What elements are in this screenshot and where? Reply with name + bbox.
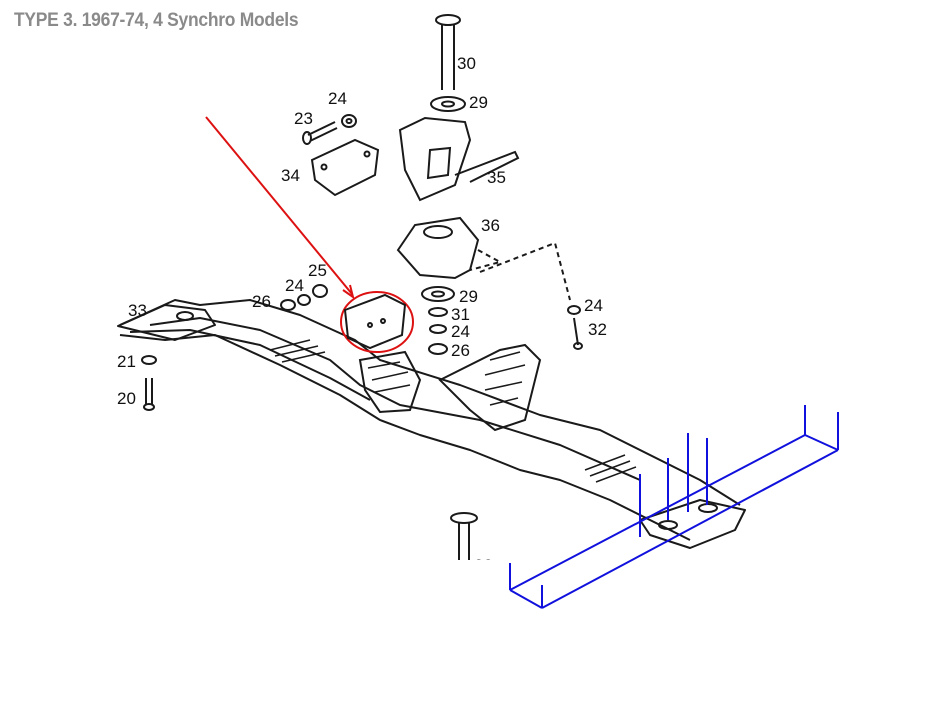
washer-31	[428, 307, 448, 317]
part-label-31: 31	[451, 305, 470, 324]
annotation-circle	[340, 291, 414, 353]
bracket-35	[398, 116, 520, 202]
part-label-24-top: 24	[328, 89, 347, 108]
part-label-24-mid: 24	[451, 322, 470, 341]
part-label-34: 34	[281, 166, 300, 185]
washer-24-mid	[429, 324, 447, 334]
part-labels: 30 29 24 23 34 35 36 25 24 26 33 29 31 2…	[117, 54, 607, 575]
annotation-arrow-line	[205, 116, 353, 295]
part-label-35: 35	[487, 168, 506, 187]
washer-25	[312, 284, 328, 298]
washer-29-top	[430, 96, 466, 112]
washer-29-mid	[421, 286, 455, 302]
crossmember	[117, 299, 746, 549]
washer-24-top	[341, 114, 357, 128]
part-label-36: 36	[481, 216, 500, 235]
part-label-29-mid: 29	[459, 287, 478, 306]
bolt-32	[573, 317, 583, 350]
part-label-30: 30	[457, 54, 476, 73]
highlighted-mount-part	[343, 293, 407, 350]
part-label-25: 25	[308, 261, 327, 280]
washer-21	[141, 355, 157, 365]
page-title: TYPE 3. 1967-74, 4 Synchro Models	[14, 10, 299, 31]
part-label-20: 20	[117, 389, 136, 408]
washer-24-right	[567, 305, 581, 315]
nut-26-mid	[428, 343, 448, 355]
washer-24-left	[297, 294, 311, 306]
part-label-32: 32	[588, 320, 607, 339]
red-annotation	[205, 116, 414, 353]
annotation-arrowhead	[342, 284, 355, 300]
part-label-24-left: 24	[285, 276, 304, 295]
part-label-23: 23	[294, 109, 313, 128]
part-label-33: 33	[128, 301, 147, 320]
crop-mask	[440, 560, 520, 590]
blue-annotation-box	[509, 405, 839, 609]
nut-26-left	[280, 299, 296, 311]
part-label-26-left: 26	[252, 292, 271, 311]
mount-block	[358, 343, 542, 432]
part-label-21: 21	[117, 352, 136, 371]
part-label-29-top: 29	[469, 93, 488, 112]
part-label-24-right: 24	[584, 296, 603, 315]
bolt-30	[435, 14, 461, 90]
rubber-mount-36	[396, 216, 571, 301]
plate-34	[310, 138, 380, 197]
part-label-26-mid: 26	[451, 341, 470, 360]
bolt-23	[302, 121, 338, 145]
bolt-20	[143, 378, 155, 411]
bolt-28-bottom	[450, 512, 478, 560]
